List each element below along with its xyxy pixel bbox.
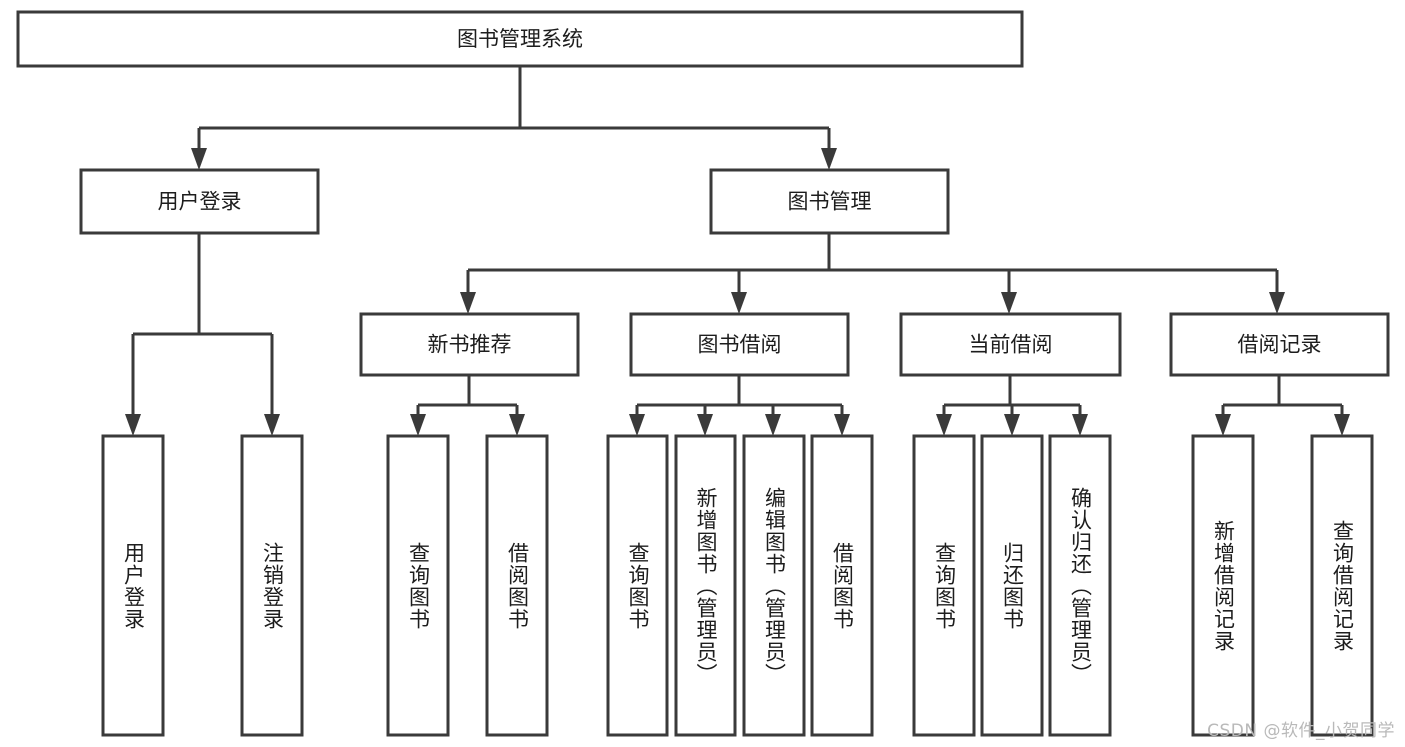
node-box-new-book-recommend[interactable] xyxy=(359,312,580,377)
leaf-box-leaf-edit-book[interactable] xyxy=(742,434,806,737)
leaf-box-leaf-query-book-recommend[interactable] xyxy=(386,434,450,737)
node-label-user-login: 用户登录 xyxy=(158,190,242,214)
leaf-box-leaf-borrow-book-recommend[interactable] xyxy=(485,434,549,737)
node-label-root: 图书管理系统 xyxy=(457,27,583,51)
node-box-borrow-records[interactable] xyxy=(1169,312,1390,377)
leaf-box-leaf-query-book-current[interactable] xyxy=(912,434,976,737)
node-box-user-login[interactable] xyxy=(79,168,320,235)
root-arrow-0 xyxy=(191,148,207,170)
node-box-book-manage[interactable] xyxy=(709,168,950,235)
leaf-box-leaf-user-logout[interactable] xyxy=(240,434,304,737)
node-box-book-borrow[interactable] xyxy=(629,312,850,377)
leaf-box-leaf-add-borrow-record[interactable] xyxy=(1191,434,1255,737)
node-label-book-borrow: 图书借阅 xyxy=(698,333,782,357)
connectors-layer xyxy=(125,66,1350,436)
book-borrow-arrow-3 xyxy=(834,414,850,436)
current-borrow-arrow-2 xyxy=(1072,414,1088,436)
leaf-box-leaf-query-book-borrow[interactable] xyxy=(606,434,669,737)
leaf-box-leaf-return-book[interactable] xyxy=(980,434,1044,737)
node-label-book-manage: 图书管理 xyxy=(788,190,872,214)
book-manage-arrow-2 xyxy=(1001,292,1017,314)
borrow-records-arrow-0 xyxy=(1215,414,1231,436)
node-label-current-borrow: 当前借阅 xyxy=(969,333,1053,357)
user-login-arrow-0 xyxy=(125,414,141,436)
boxes-layer xyxy=(16,10,1390,737)
node-label-borrow-records: 借阅记录 xyxy=(1238,333,1322,357)
book-manage-arrow-0 xyxy=(460,292,476,314)
watermark: CSDN @软件_小贺同学 xyxy=(1207,721,1395,741)
leaf-box-leaf-confirm-return[interactable] xyxy=(1048,434,1112,737)
root-arrow-1 xyxy=(821,148,837,170)
book-manage-arrow-3 xyxy=(1269,292,1285,314)
current-borrow-arrow-1 xyxy=(1004,414,1020,436)
current-borrow-arrow-0 xyxy=(936,414,952,436)
book-borrow-arrow-2 xyxy=(765,414,781,436)
leaf-box-leaf-add-book[interactable] xyxy=(674,434,737,737)
leaf-box-leaf-borrow-book[interactable] xyxy=(810,434,874,737)
node-box-root[interactable] xyxy=(16,10,1024,68)
node-box-current-borrow[interactable] xyxy=(899,312,1122,377)
book-borrow-arrow-1 xyxy=(697,414,713,436)
book-manage-arrow-1 xyxy=(731,292,747,314)
borrow-records-arrow-1 xyxy=(1334,414,1350,436)
leaf-box-leaf-user-login[interactable] xyxy=(101,434,165,737)
new-book-recommend-arrow-1 xyxy=(509,414,525,436)
book-borrow-arrow-0 xyxy=(629,414,645,436)
leaf-box-leaf-query-borrow-record[interactable] xyxy=(1310,434,1374,737)
node-label-new-book-recommend: 新书推荐 xyxy=(428,333,512,357)
new-book-recommend-arrow-0 xyxy=(410,414,426,436)
user-login-arrow-1 xyxy=(264,414,280,436)
